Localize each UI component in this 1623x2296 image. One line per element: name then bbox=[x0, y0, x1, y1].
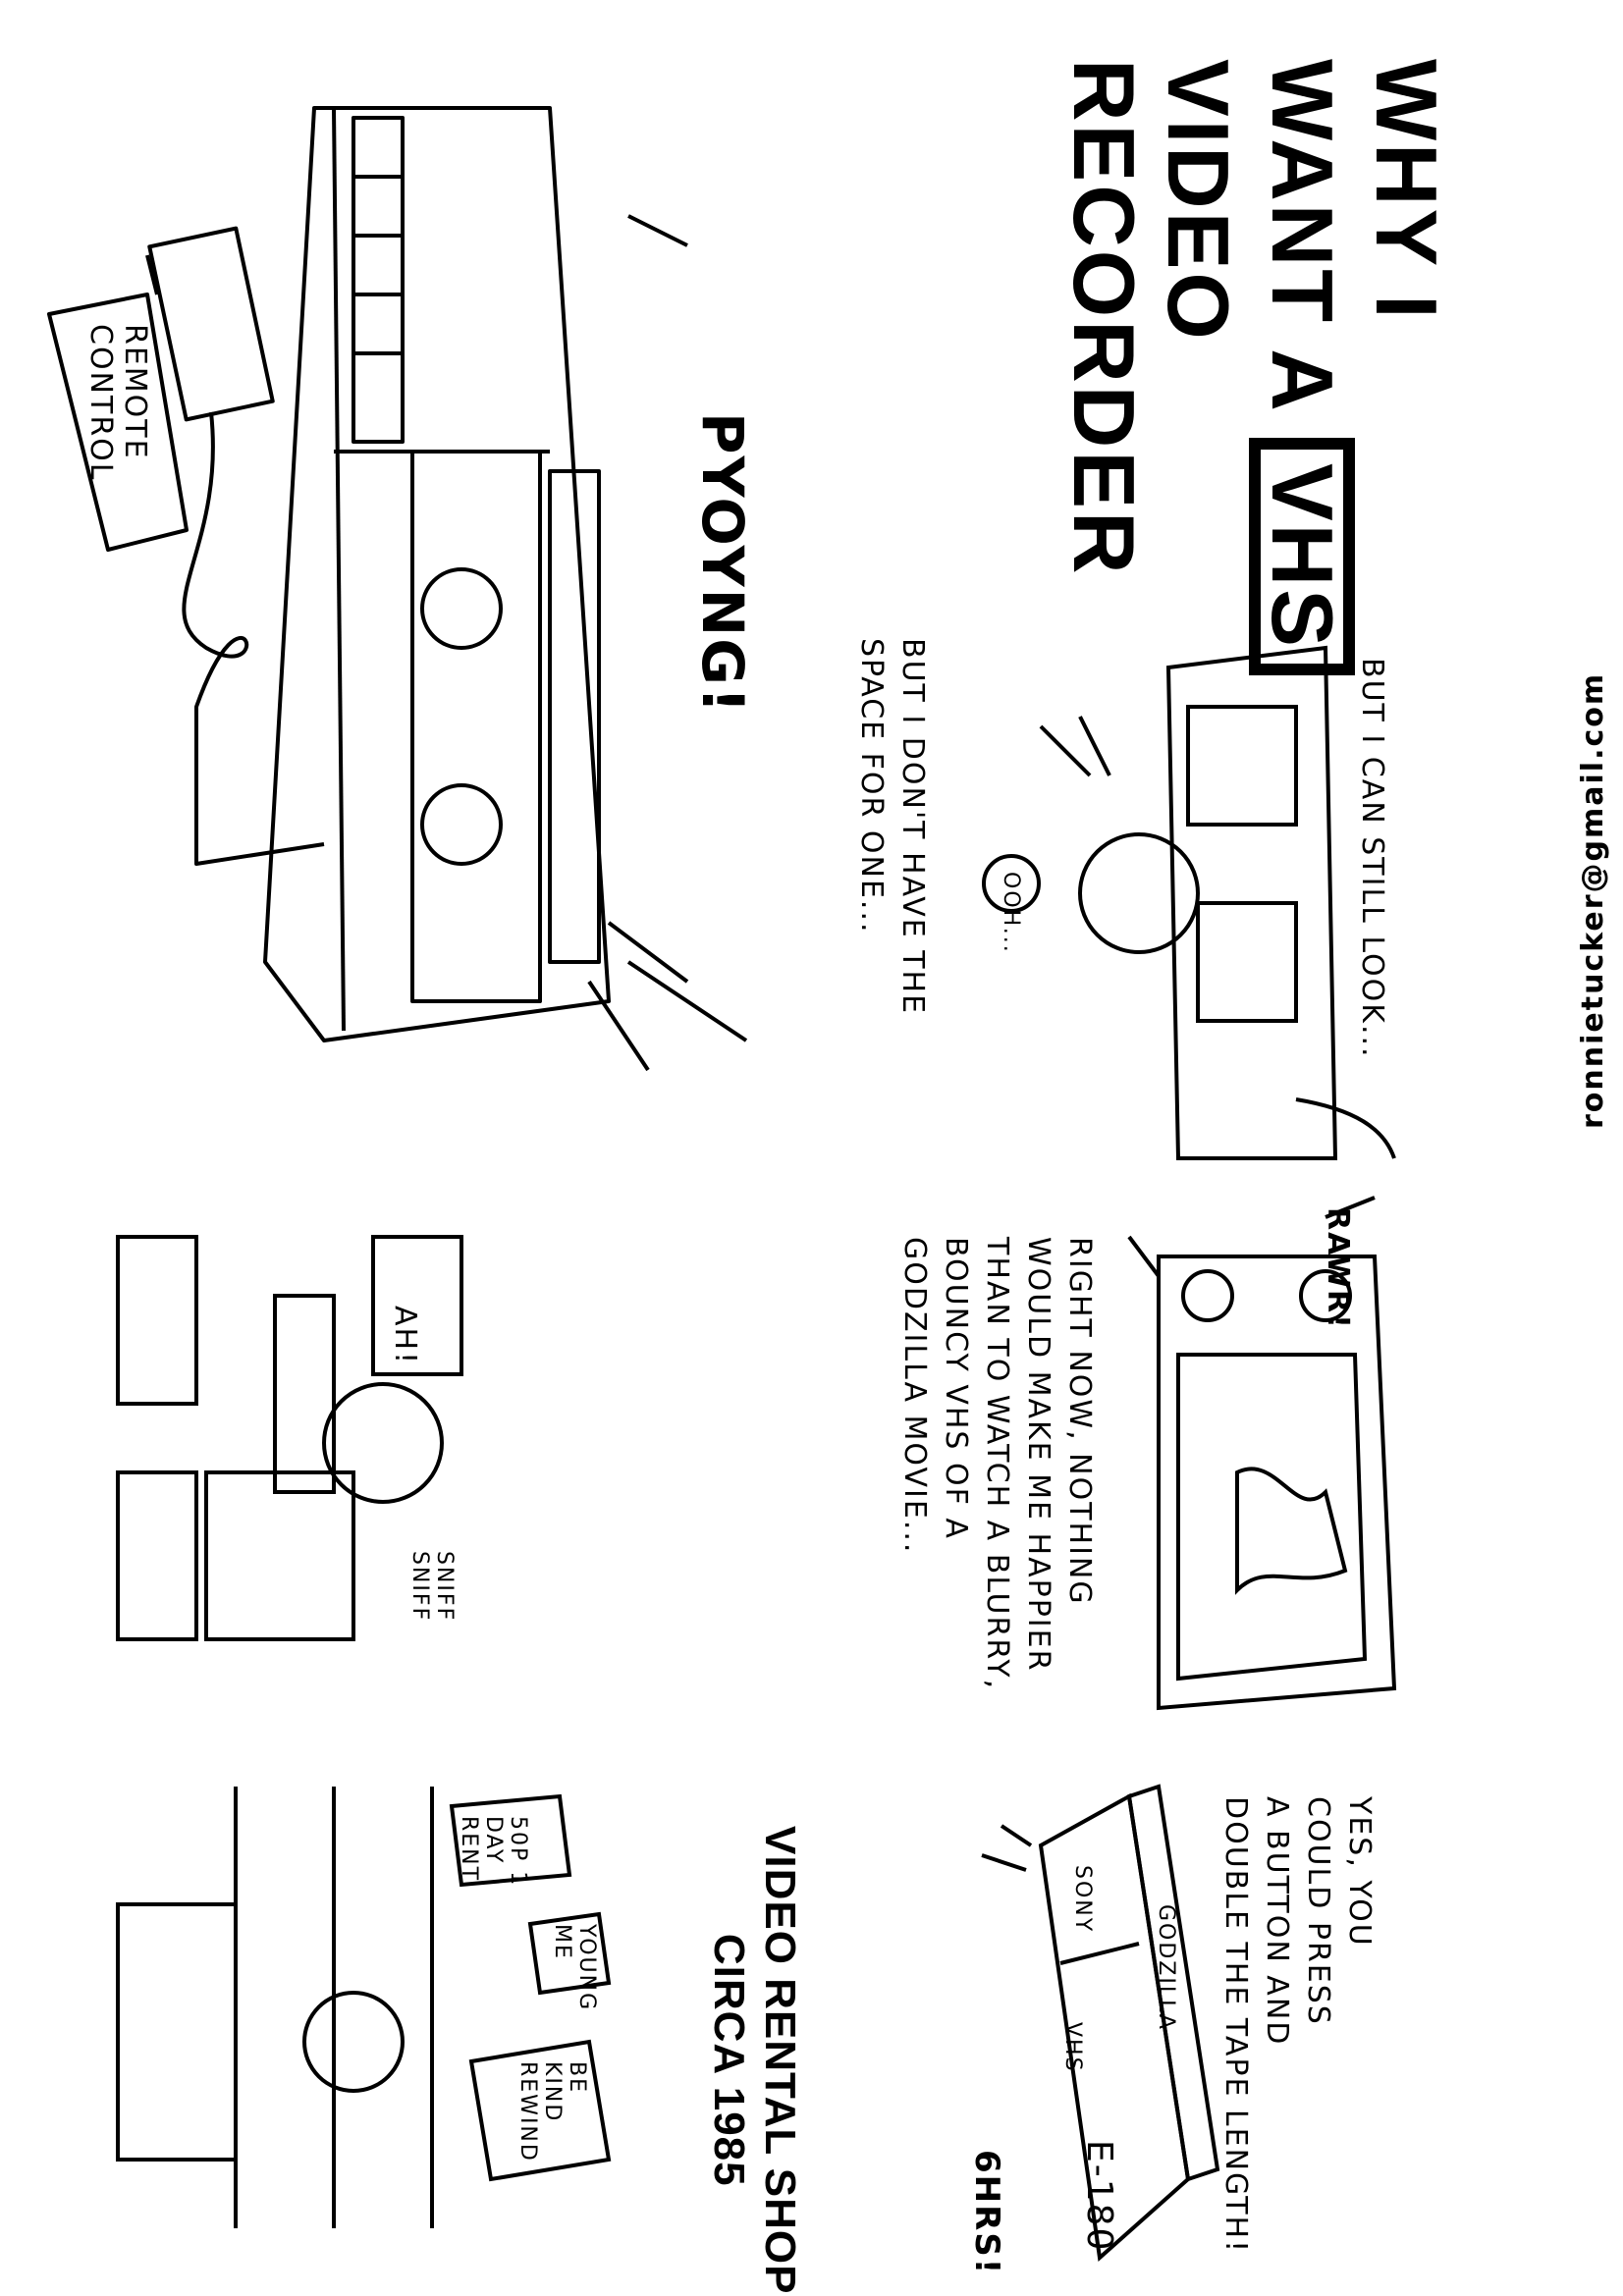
author-email: ronnietucker@gmail.com bbox=[1576, 671, 1610, 1129]
tape-text-line-2: COULD PRESS bbox=[1301, 1796, 1335, 2026]
sniff-sfx: SNIFF SNIFF bbox=[407, 1551, 457, 1623]
godzilla-line-3: THAN TO WATCH A BLURRY, bbox=[980, 1237, 1014, 1691]
shop-drawing bbox=[116, 1787, 612, 2228]
panel-shop: 50P 1 DAY RENT YOUNG ME BE KIND REWIND V… bbox=[39, 1747, 804, 2294]
shop-caption-line-1: VIDEO RENTAL SHOP bbox=[756, 1826, 804, 2295]
rawr-sfx: RAWR! bbox=[1321, 1207, 1355, 1330]
page-title: WHY I WANT A VHS VIDEO RECORDER bbox=[1055, 59, 1455, 675]
e180-tape-drawing bbox=[981, 1784, 1220, 2262]
panel-recorder: REMOTE CONTROL PYOYNG! bbox=[0, 0, 805, 1080]
shop-caption: VIDEO RENTAL SHOP CIRCA 1985 bbox=[703, 1826, 805, 2294]
sign-young-me: YOUNG ME bbox=[550, 1924, 599, 2012]
boy-looking-drawing bbox=[982, 645, 1396, 1160]
tape-text-line-3: A BUTTON AND bbox=[1260, 1796, 1294, 2047]
sign-rent: 50P 1 DAY RENT bbox=[457, 1816, 530, 1888]
panel-tape: 6HRS! E-180 SONY VHS GODZILLA YES, YOU C… bbox=[864, 1767, 1394, 2277]
godzilla-line-1: RIGHT NOW, NOTHING bbox=[1062, 1237, 1097, 1606]
godzilla-line-2: WOULD MAKE ME HAPPIER bbox=[1021, 1237, 1055, 1673]
space-text-top: BUT I DON'T HAVE THE SPACE FOR ONE... bbox=[854, 638, 930, 1016]
godzilla-line-4: BOUNCY VHS OF A bbox=[939, 1237, 973, 1540]
hours-sfx: 6HRS! bbox=[967, 2150, 1006, 2276]
tape-spine: GODZILLA bbox=[1154, 1904, 1178, 2031]
panel-tapes: AH! SNIFF SNIFF bbox=[59, 1178, 463, 1728]
title-line-3: VIDEO bbox=[1150, 59, 1247, 343]
space-bubble: OOH... bbox=[999, 872, 1023, 954]
shop-caption-line-2: CIRCA 1985 bbox=[705, 1933, 753, 2187]
title-line-4: RECORDER bbox=[1055, 59, 1153, 577]
panel-space: BUT I DON'T HAVE THE SPACE FOR ONE... OO… bbox=[854, 609, 1396, 1160]
panel-godzilla: RIGHT NOW, NOTHING WOULD MAKE ME HAPPIER… bbox=[864, 1196, 1397, 1747]
tape-text-line-4: DOUBLE THE TAPE LENGTH! bbox=[1218, 1796, 1253, 2255]
tape-brand: SONY bbox=[1070, 1865, 1095, 1934]
title-line-1: WHY I bbox=[1358, 59, 1455, 322]
tape-text: YES, YOU COULD PRESS A BUTTON AND DOUBLE… bbox=[1215, 1796, 1380, 2254]
title-line-2: WANT A VHS bbox=[1245, 59, 1359, 675]
tv-godzilla-drawing bbox=[1127, 1196, 1397, 1711]
godzilla-line-5: GODZILLA MOVIE... bbox=[897, 1237, 932, 1555]
tape-label: E-180 bbox=[1079, 2140, 1119, 2253]
tape-format: VHS bbox=[1060, 2022, 1085, 2073]
vcr-drawing bbox=[47, 106, 748, 1072]
tape-text-line-1: YES, YOU bbox=[1342, 1796, 1377, 1948]
tapes-bubble: AH! bbox=[388, 1306, 422, 1366]
remote-control-label: REMOTE CONTROL bbox=[83, 324, 152, 482]
space-text-bottom: BUT I CAN STILL LOOK... bbox=[1355, 658, 1389, 1059]
sign-rewind: BE KIND REWIND bbox=[515, 2061, 589, 2163]
sound-effect: PYOYNG! bbox=[689, 412, 756, 716]
boy-tape-drawing bbox=[116, 1235, 463, 1641]
godzilla-text: RIGHT NOW, NOTHING WOULD MAKE ME HAPPIER… bbox=[893, 1237, 1100, 1690]
